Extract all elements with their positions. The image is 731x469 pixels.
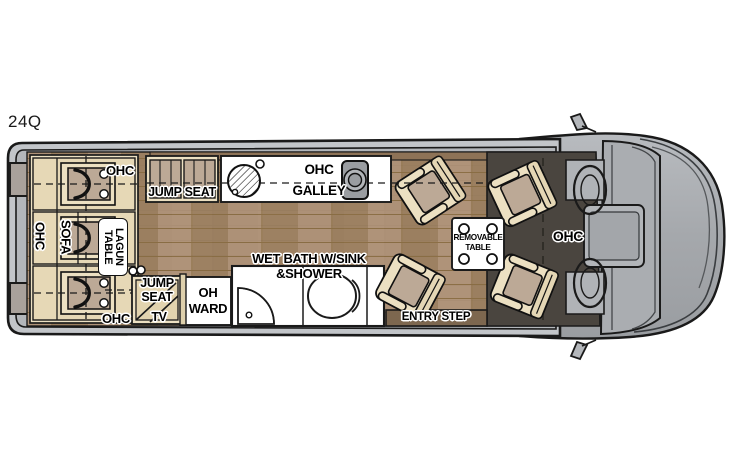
cab-interior-details — [565, 159, 645, 315]
galley-counter — [220, 155, 392, 203]
galley-jump-seat — [145, 155, 219, 203]
entry-step — [385, 309, 488, 327]
lagun-table-label: LAGUN TABLE — [98, 218, 128, 276]
rear-lounge-area — [29, 154, 140, 324]
left-jump-seat — [105, 266, 183, 325]
swivel-chairs-group — [372, 153, 561, 324]
model-code-label: 24Q — [8, 112, 42, 131]
overhead-wardrobe — [179, 273, 232, 326]
lagun-table-arm — [136, 265, 146, 275]
removable-table-graphic — [451, 217, 505, 271]
wet-bath — [230, 264, 386, 328]
lagun-table-text: LAGUN TABLE — [102, 228, 126, 266]
